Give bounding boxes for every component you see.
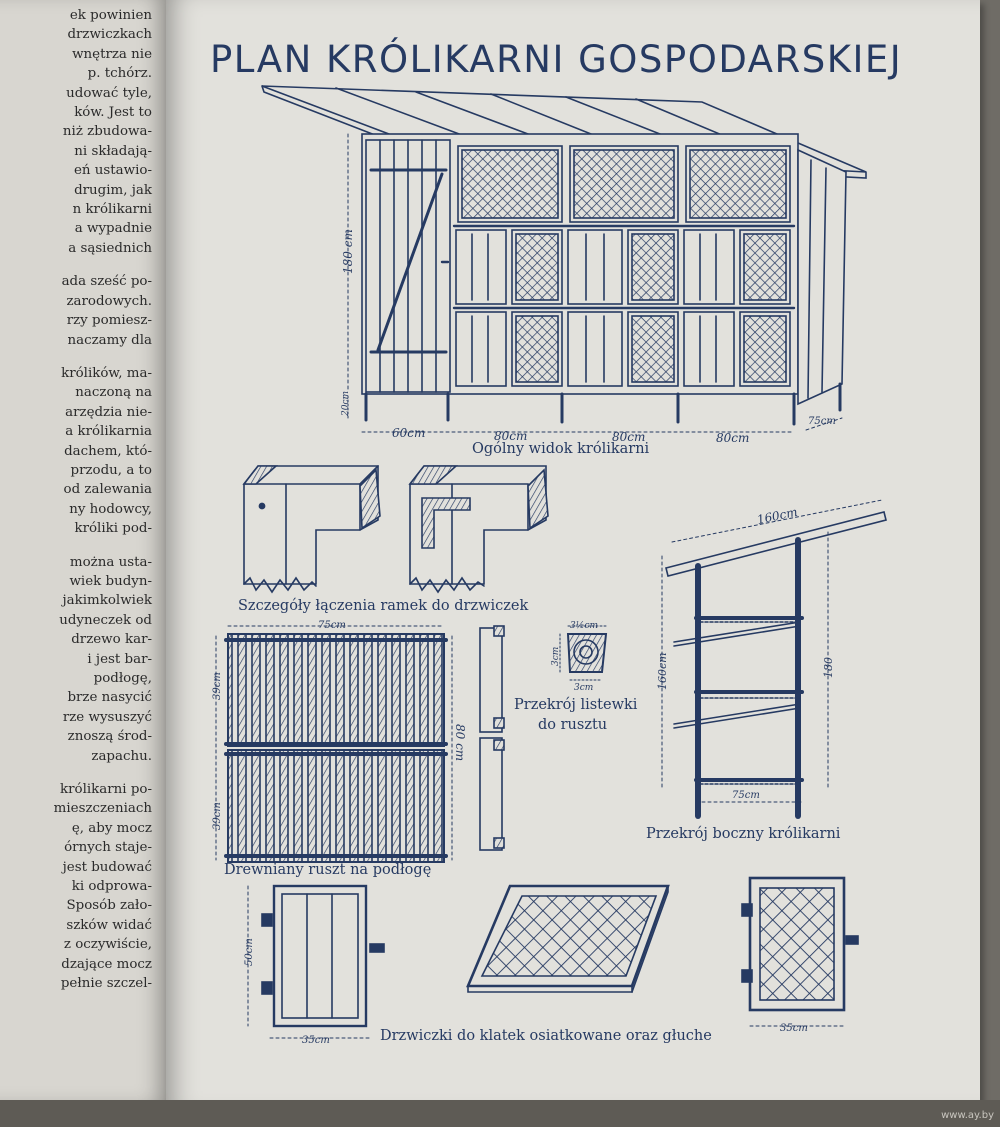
dim-door-height: 50cm — [244, 938, 255, 966]
left-text-line: ni składają- — [74, 143, 152, 159]
dim-door-width: 35cm — [302, 1035, 330, 1046]
dim-width-2: 80cm — [494, 429, 527, 443]
caption-slat-section-1: Przekrój listewki — [514, 697, 638, 713]
dim-width-1: 60cm — [392, 426, 425, 440]
left-text-line: a wypadnie — [74, 221, 152, 237]
general-view-drawing — [261, 85, 867, 433]
left-text-line: udyneczek od — [59, 612, 152, 628]
left-text-line: królikarni po- — [60, 782, 152, 798]
left-text-line: zarodowych. — [66, 293, 152, 309]
left-text-line: pełnie szczel- — [60, 976, 152, 992]
dim-mesh-door-width: 35cm — [780, 1023, 808, 1034]
left-text-line: od zalewania — [63, 482, 152, 498]
left-text-line: królików, ma- — [61, 365, 152, 381]
left-text-line: drzwiczkach — [67, 27, 152, 43]
dim-slat-bottom: 3cm — [574, 683, 593, 693]
left-text-line: udować tyle, — [66, 85, 152, 101]
construction-drawings: 180 cm 20cm 60cm 80cm 80cm 80cm 75cm 160… — [212, 85, 887, 1046]
dim-width-3: 80cm — [612, 430, 645, 444]
floor-grate-drawing — [215, 625, 608, 863]
left-text-line: a królikarnia — [65, 424, 152, 440]
left-text-line: mieszczeniach — [53, 801, 152, 817]
plain-door-drawing — [247, 884, 385, 1039]
left-text-line: wnętrza nie — [72, 46, 152, 62]
side-section-drawing — [661, 499, 887, 819]
left-text-line: rze wysuszyć — [62, 709, 152, 725]
left-text-gap — [0, 766, 152, 780]
table-surface — [0, 1100, 1000, 1127]
dim-leg-height: 20cm — [341, 391, 351, 417]
left-text-line: przodu, a to — [70, 462, 152, 478]
dim-grate-seg-top: 39cm — [212, 672, 223, 700]
left-text-line: ków. Jest to — [74, 105, 152, 121]
left-text-gap — [0, 258, 152, 272]
left-text-line: órnych staje- — [64, 840, 152, 856]
left-text-line: ny hodowcy, — [69, 501, 152, 517]
left-text-line: ki odprowa- — [71, 879, 152, 895]
left-text-line: n królikarni — [72, 202, 152, 218]
left-text-line: wiek budyn- — [69, 573, 152, 589]
dim-slat-top: 3½cm — [570, 620, 598, 631]
dim-width-4: 80cm — [716, 431, 749, 445]
left-text-line: arzędzia nie- — [65, 404, 152, 420]
left-text-line: dachem, któ- — [64, 443, 152, 459]
dim-grate-seg-bottom: 39cm — [212, 802, 223, 830]
left-text-line: rzy pomiesz- — [66, 313, 152, 329]
watermark: www.ay.by — [941, 1110, 994, 1121]
left-text-line: szków widać — [66, 917, 152, 933]
caption-slat-section-2: do rusztu — [538, 717, 608, 733]
caption-side-section: Przekrój boczny królikarni — [646, 826, 841, 842]
dim-roof-length: 160cm — [756, 505, 799, 527]
left-text-line: króliki pod- — [74, 521, 152, 537]
left-text-line: brze nasycić — [67, 690, 152, 706]
left-text-line: ada sześć po- — [61, 274, 152, 290]
left-text-line: i jest bar- — [87, 651, 152, 667]
left-text-line: dzające mocz — [61, 956, 152, 972]
left-text-line: drugim, jak — [74, 182, 152, 198]
left-text-line: a sąsiednich — [68, 240, 152, 256]
left-text-line: ek powinien — [69, 8, 152, 23]
left-text-line: ę, aby mocz — [71, 820, 152, 836]
caption-floor-grate: Drewniany ruszt na podłogę — [224, 862, 432, 878]
left-text-line: eń ustawio- — [74, 163, 152, 179]
left-text-line: p. tchórz. — [87, 66, 152, 82]
page-title: PLAN KRÓLIKARNI GOSPODARSKIEJ — [210, 38, 903, 81]
joint-detail-drawing — [242, 465, 549, 594]
right-page: PLAN KRÓLIKARNI GOSPODARSKIEJ — [166, 0, 980, 1108]
left-text-line: naczoną na — [75, 385, 152, 401]
left-text-line: naczamy dla — [67, 332, 152, 348]
caption-general-view: Ogólny widok królikarni — [472, 441, 650, 457]
left-text-gap — [0, 350, 152, 364]
dim-slat-side: 3cm — [551, 647, 561, 666]
left-text-line: zapachu. — [91, 748, 152, 764]
dimension-labels: 180 cm 20cm 60cm 80cm 80cm 80cm 75cm 160… — [212, 229, 836, 1046]
left-text-line: można usta- — [69, 554, 152, 570]
dim-grate-width: 75cm — [318, 620, 346, 631]
left-page: ek powinien drzwiczkach wnętrza nie p. tchó… — [0, 0, 168, 1100]
left-text-gap — [0, 539, 152, 553]
dim-side-height-back: 180 — [822, 657, 835, 678]
left-text-line: Sposób zało- — [66, 898, 152, 914]
mesh-door-drawing — [741, 876, 859, 1027]
mesh-panel-drawing — [466, 884, 670, 993]
left-text-line: jakimkolwiek — [62, 593, 152, 609]
left-text-line: podłogę, — [93, 671, 152, 686]
caption-cage-doors: Drzwiczki do klatek osiatkowane oraz głu… — [380, 1028, 712, 1044]
dim-depth: 75cm — [808, 416, 836, 427]
left-text-line: drzewo kar- — [71, 632, 152, 648]
caption-joint-details: Szczegóły łączenia ramek do drzwiczek — [238, 598, 529, 614]
dim-side-depth: 75cm — [732, 790, 760, 801]
left-text-line: z oczywiście, — [63, 937, 152, 953]
left-text-line: znoszą środ- — [67, 729, 152, 745]
left-page-text: ek powinien drzwiczkach wnętrza nie p. tchó… — [0, 6, 152, 994]
left-text-line: niż zbudowa- — [62, 124, 152, 140]
dim-grate-height: 80 cm — [453, 724, 467, 761]
dim-height-main: 180 cm — [341, 229, 355, 274]
dim-side-height-front: 160cm — [656, 652, 669, 690]
left-text-line: jest budować — [62, 859, 152, 875]
